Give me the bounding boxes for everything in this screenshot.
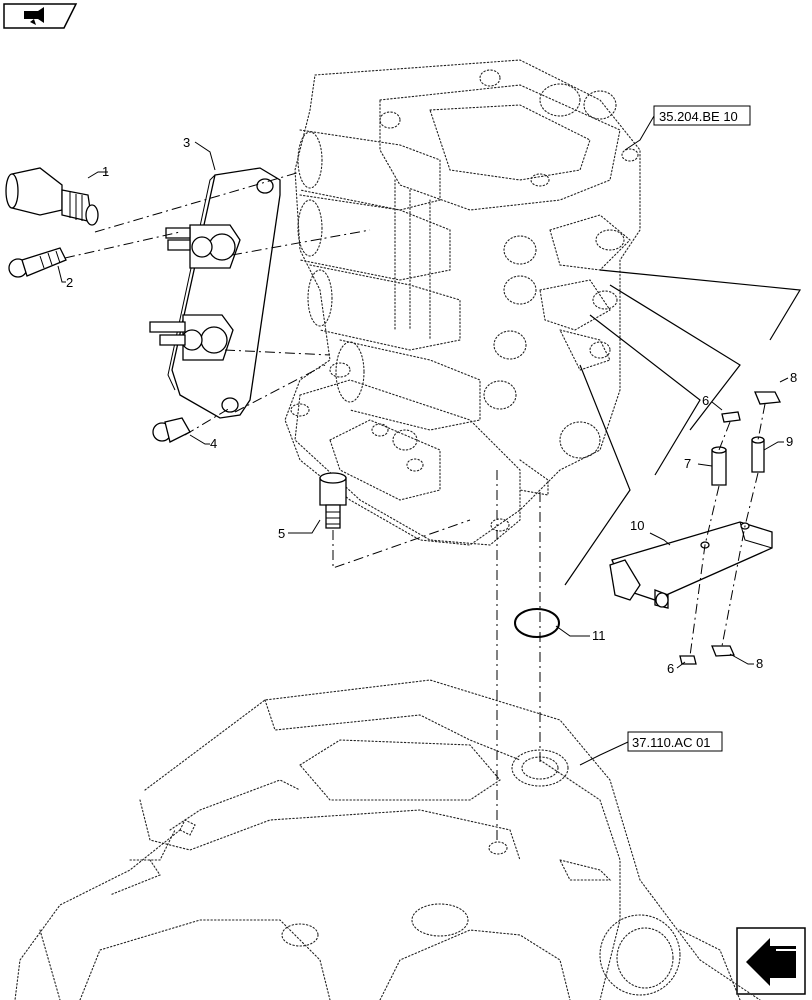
control-lever	[609, 521, 773, 609]
control-valve-assembly	[284, 59, 641, 546]
exit-arrow-icon[interactable]	[736, 927, 806, 995]
callout-6-upper: 6	[702, 393, 709, 408]
rear-axle-housing	[14, 679, 761, 1000]
callout-5: 5	[278, 526, 285, 541]
clip-6-upper	[721, 411, 741, 423]
assembly-lines	[64, 171, 766, 840]
pin-7	[711, 446, 727, 486]
connection-lines	[564, 269, 802, 586]
callouts: 1 2 3 4 5 6 6 7 8 8 9 10 11	[57, 135, 797, 676]
clip-6-lower	[679, 655, 697, 665]
reference-lower[interactable]: 37.110.AC 01	[579, 731, 723, 766]
cap-screw	[152, 417, 191, 443]
callout-8-upper: 8	[790, 370, 797, 385]
gasket-plate	[149, 167, 281, 419]
callout-6-lower: 6	[667, 661, 674, 676]
bolt-short	[8, 247, 67, 278]
callout-10: 10	[630, 518, 644, 533]
callout-9: 9	[786, 434, 793, 449]
callout-11: 11	[592, 628, 606, 643]
o-ring	[514, 608, 560, 638]
callout-2: 2	[66, 275, 73, 290]
callout-3: 3	[183, 135, 190, 150]
svg-text:35.204.BE 10: 35.204.BE 10	[659, 109, 738, 124]
callout-8-lower: 8	[756, 656, 763, 671]
pressure-fitting	[5, 167, 99, 226]
svg-text:37.110.AC 01: 37.110.AC 01	[632, 735, 711, 750]
callout-7: 7	[684, 456, 691, 471]
reference-upper[interactable]: 35.204.BE 10	[624, 105, 751, 151]
socket-head-bolt	[319, 472, 347, 529]
book-arrow-icon[interactable]	[3, 3, 78, 29]
clip-8-upper	[754, 391, 782, 405]
callout-1: 4	[210, 436, 217, 451]
clip-8-lower	[711, 645, 735, 657]
pin-9	[751, 436, 765, 473]
callout-4: 1	[102, 164, 109, 179]
